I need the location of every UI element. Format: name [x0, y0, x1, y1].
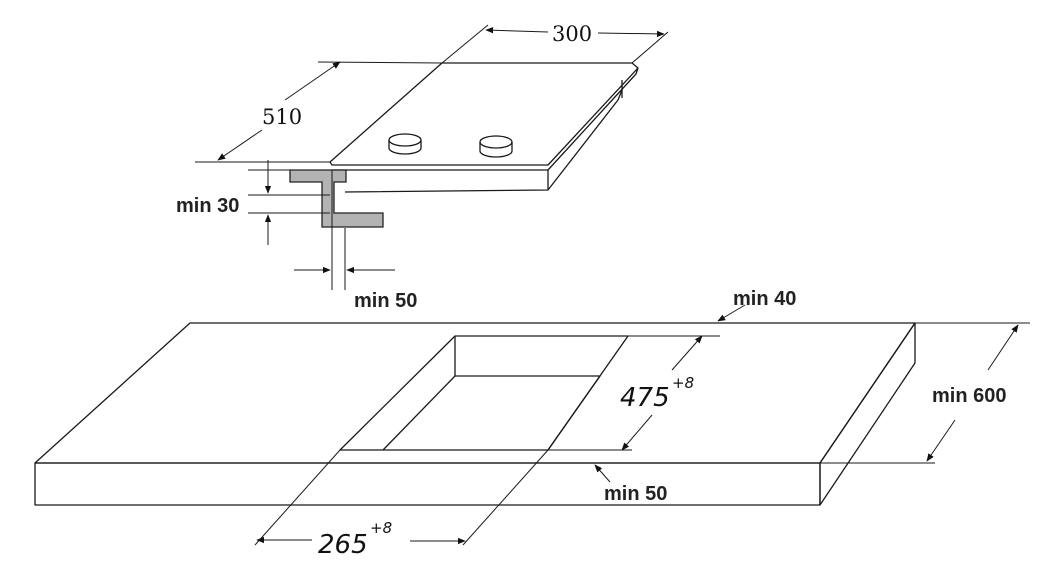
- bracket-clearance-dimension: min 50: [294, 170, 417, 312]
- cutout-depth-dimension: 475 +8: [548, 335, 703, 451]
- countertop-cutout: [339, 335, 629, 451]
- hob-width-dimension: 300: [441, 22, 669, 64]
- bracket-clearance-label: min 50: [354, 290, 417, 312]
- cutout-width-tolerance: +8: [370, 519, 392, 537]
- front-margin-label: min 50: [604, 483, 667, 505]
- cutout-depth-value: 475: [620, 383, 670, 413]
- cutout-width-value: 265: [318, 530, 368, 560]
- hob-width-label: 300: [552, 22, 592, 46]
- countertop-depth-dimension: min 600: [820, 322, 1030, 464]
- back-margin-label: min 40: [733, 288, 796, 310]
- hob-unit: [329, 62, 639, 193]
- hob-depth-label: 510: [262, 105, 302, 129]
- cutout-width-dimension: 265 +8: [254, 449, 549, 560]
- countertop-depth-label: min 600: [932, 385, 1006, 407]
- bracket-thickness-label: min 30: [176, 195, 239, 217]
- countertop: [34, 322, 916, 506]
- bracket-thickness-dimension: min 30: [176, 160, 330, 245]
- cutout-depth-tolerance: +8: [672, 374, 694, 392]
- mounting-bracket: [289, 169, 384, 228]
- burner-knob-left: [388, 133, 422, 155]
- hob-depth-dimension: 510: [195, 61, 443, 163]
- burner-knob-right: [479, 135, 513, 158]
- back-margin-dimension: min 40: [628, 288, 796, 337]
- front-margin-dimension: min 50: [594, 464, 667, 505]
